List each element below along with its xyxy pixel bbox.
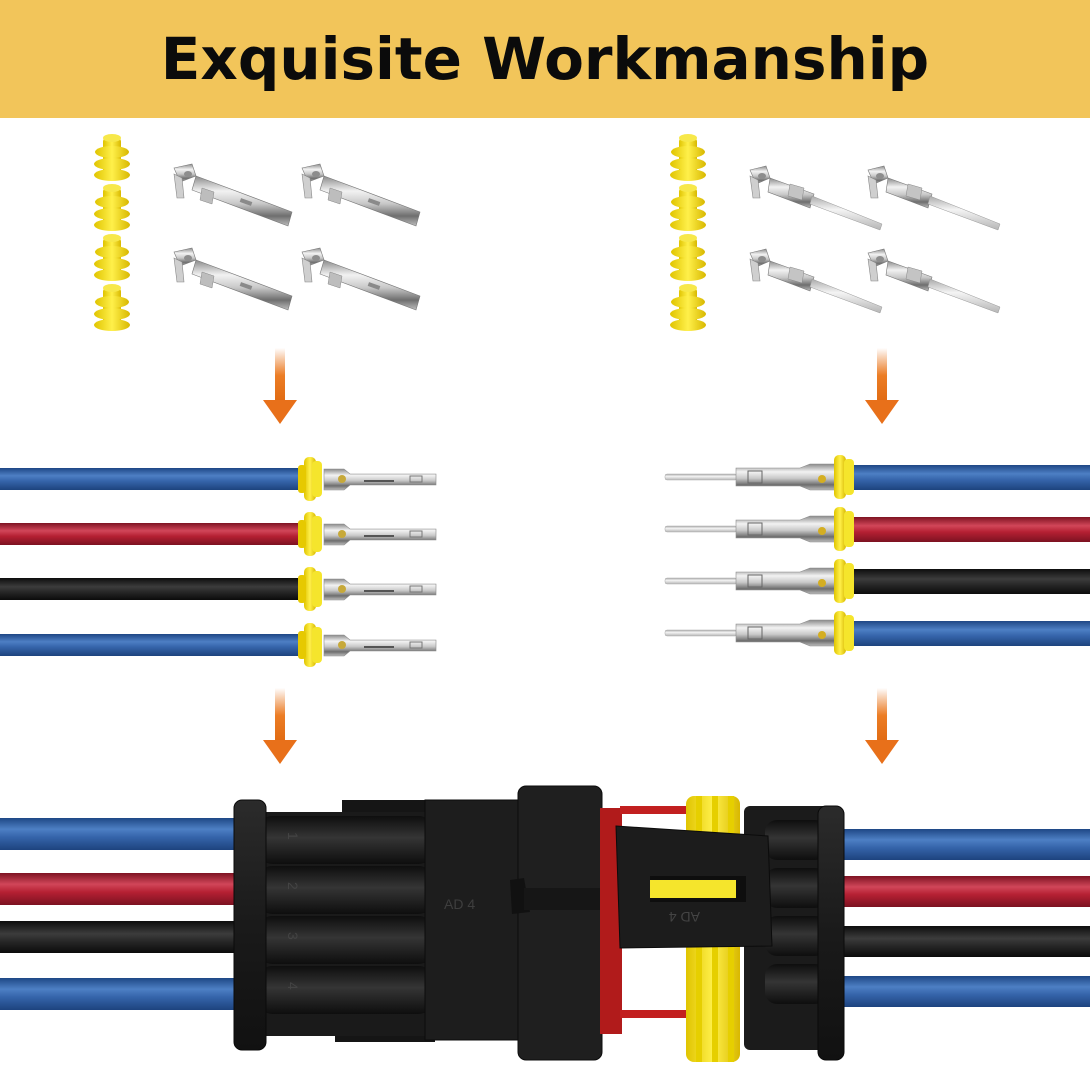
male-terminal	[867, 165, 1001, 231]
pin-number-label: 4	[285, 982, 301, 990]
arrow-down-icon	[865, 688, 899, 764]
wire-black	[850, 569, 1090, 594]
assembled-connector: 1 2 3 4 AD 4	[0, 785, 1090, 1062]
page-title: Exquisite Workmanship	[160, 25, 930, 93]
wire-blue	[0, 468, 300, 490]
wire-black	[0, 921, 240, 953]
male-terminal	[867, 248, 1001, 314]
yellow-seal	[94, 284, 130, 331]
wire-red	[0, 873, 240, 905]
yellow-seal	[94, 134, 130, 181]
yellow-seal	[670, 134, 706, 181]
crimped-female-wires	[0, 456, 437, 668]
housing-marking: AD 4	[444, 896, 475, 912]
crimped-female-terminal	[297, 456, 437, 502]
pin-number-label: 2	[285, 882, 301, 890]
female-terminal	[173, 247, 293, 311]
female-housing: 1 2 3 4 AD 4	[233, 785, 603, 1061]
seals-left-group	[94, 134, 130, 331]
yellow-seal	[670, 284, 706, 331]
arrow-down-icon	[263, 348, 297, 424]
yellow-seal	[670, 184, 706, 231]
wire-blue	[840, 829, 1090, 860]
crimped-male-terminal	[664, 558, 855, 604]
wire-red	[850, 517, 1090, 542]
crimped-female-terminal	[297, 566, 437, 612]
female-terminal	[301, 163, 421, 227]
male-terminal	[749, 165, 883, 231]
crimped-female-terminal	[297, 511, 437, 557]
wire-black	[840, 926, 1090, 957]
arrow-down-icon	[263, 688, 297, 764]
wire-blue	[0, 818, 240, 850]
male-housing: AD 4	[615, 796, 845, 1062]
yellow-seal	[94, 184, 130, 231]
male-terminals-group	[749, 165, 1001, 314]
female-terminals-group	[173, 163, 421, 311]
female-terminal	[301, 247, 421, 311]
wire-blue	[840, 976, 1090, 1007]
title-banner: Exquisite Workmanship	[0, 0, 1090, 118]
yellow-seal	[94, 234, 130, 281]
wire-blue	[850, 621, 1090, 646]
yellow-seal	[670, 234, 706, 281]
female-terminal	[173, 163, 293, 227]
housing-marking: AD 4	[669, 909, 700, 925]
red-lock-tab	[600, 808, 622, 1034]
wire-red	[0, 523, 300, 545]
wire-blue	[0, 634, 300, 656]
crimped-male-terminal	[664, 610, 855, 656]
crimped-male-terminal	[664, 454, 855, 500]
wire-blue	[0, 978, 240, 1010]
wire-black	[0, 578, 300, 600]
pin-number-label: 1	[285, 832, 301, 840]
crimped-male-terminal	[664, 506, 855, 552]
wire-red	[840, 876, 1090, 907]
seals-right-group	[670, 134, 706, 331]
male-terminal	[749, 248, 883, 314]
arrow-down-icon	[865, 348, 899, 424]
pin-number-label: 3	[285, 932, 301, 940]
crimped-male-wires	[664, 454, 1090, 656]
wire-blue	[850, 465, 1090, 490]
crimped-female-terminal	[297, 622, 437, 668]
